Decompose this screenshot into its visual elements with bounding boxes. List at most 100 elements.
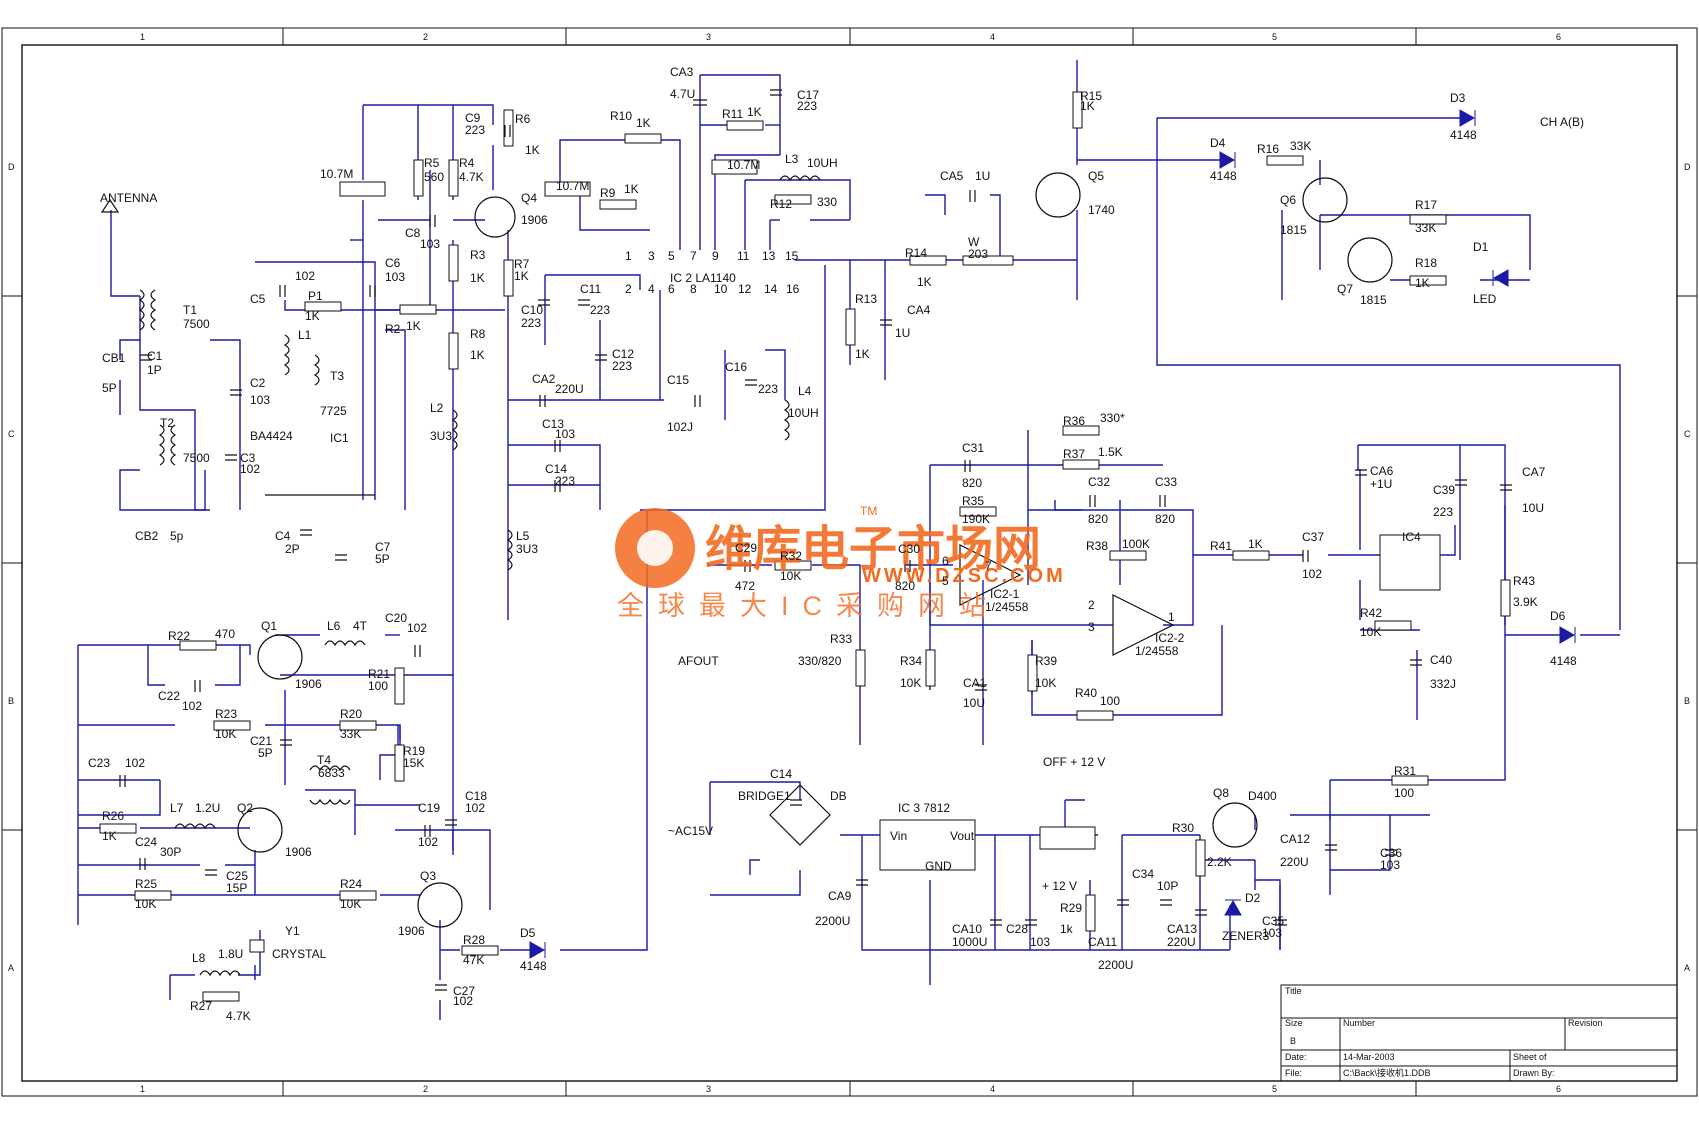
component-label-ca6v: +1U: [1370, 477, 1392, 491]
capacitor-c29: [744, 560, 751, 572]
component-label-l4v: 10UH: [788, 406, 819, 420]
component-label-d5: D5: [520, 926, 536, 940]
capacitor-c23: [119, 775, 126, 787]
component-label-r40v: 100: [1100, 694, 1120, 708]
capacitor-c21: [280, 739, 292, 746]
component-label-r7: R7: [514, 257, 530, 271]
capacitor-c28: [1025, 919, 1037, 926]
transistor-q4: [474, 196, 516, 238]
component-label-q4: Q4: [521, 191, 537, 205]
resistor-r31: [1391, 775, 1429, 786]
component-label-p12: + 12 V: [1042, 879, 1077, 893]
component-label-c3: C3: [240, 451, 256, 465]
capacitor-ca2: [539, 395, 546, 407]
row-marker: A: [8, 963, 14, 973]
component-label-r14v: 1K: [917, 275, 932, 289]
component-label-c40: C40: [1430, 653, 1452, 667]
component-label-f107a: 10.7M: [320, 167, 353, 181]
title-label: Title: [1285, 986, 1302, 996]
capacitor-c25: [205, 869, 217, 876]
component-label-r39v: 10K: [1035, 676, 1056, 690]
component-label-r20v: 33K: [340, 727, 361, 741]
component-label-q2v: 1906: [285, 845, 312, 859]
component-label-d6: D6: [1550, 609, 1566, 623]
component-label-r40: R40: [1075, 686, 1097, 700]
component-label-r24v: 10K: [340, 897, 361, 911]
filter-10-7m-a: [339, 181, 386, 197]
component-label-cha: CH A(B): [1540, 115, 1584, 129]
capacitor-ca6: [1355, 469, 1367, 476]
component-label-ic21: IC2-1: [990, 587, 1020, 601]
inductor-l1: [283, 334, 290, 376]
resistor-r33: [855, 649, 866, 687]
component-label-bridge: BRIDGE1: [738, 789, 791, 803]
component-label-op5: 5: [942, 574, 949, 588]
component-label-c28v: 103: [1030, 935, 1050, 949]
component-label-q5v: 1740: [1088, 203, 1115, 217]
row-markers: D C B A D C B A: [8, 162, 1691, 973]
diodes: [529, 109, 1576, 959]
component-label-r9v: 1K: [624, 182, 639, 196]
component-label-r28: R28: [463, 933, 485, 947]
component-label-ca7v: 10U: [1522, 501, 1544, 515]
col-marker: 1: [140, 1084, 145, 1094]
component-label-r5v: 560: [424, 170, 444, 184]
component-label-c12v: 223: [612, 359, 632, 373]
capacitor-ca4: [880, 319, 892, 326]
component-label-c40v: 332J: [1430, 677, 1456, 691]
component-label-r10: R10: [610, 109, 632, 123]
component-label-r12v: 330: [817, 195, 837, 209]
capacitor-c4: [300, 529, 312, 536]
component-label-r41: R41: [1210, 539, 1232, 553]
component-label-c10: C10: [521, 303, 543, 317]
resistor-p1: [304, 301, 342, 312]
inductor-l2: [451, 409, 458, 451]
capacitor-c18: [445, 819, 457, 826]
component-label-c2: C2: [250, 376, 266, 390]
component-label-c2v: 103: [250, 393, 270, 407]
col-marker: 2: [423, 32, 428, 42]
component-label-c20v: 102: [407, 621, 427, 635]
capacitor-c31: [964, 460, 971, 472]
component-label-cb1: CB1: [102, 351, 126, 365]
capacitor-c14b: [790, 799, 802, 806]
component-label-pin16: 16: [786, 282, 800, 296]
component-label-c30: C30: [898, 542, 920, 556]
component-label-c17v: 223: [797, 99, 817, 113]
component-label-r26v: 1K: [102, 829, 117, 843]
component-label-c34: C34: [1132, 867, 1154, 881]
size-label: Size: [1285, 1018, 1303, 1028]
component-label-r35: R35: [962, 494, 984, 508]
col-marker: 2: [423, 1084, 428, 1094]
component-label-c12: C12: [612, 347, 634, 361]
component-label-r11: R11: [722, 107, 743, 121]
component-label-c5v: 102: [295, 269, 315, 283]
component-label-c27v: 102: [453, 994, 473, 1008]
component-label-cb2: CB2: [135, 529, 159, 543]
resistor-r11: [726, 120, 764, 131]
component-label-r30: R30: [1172, 821, 1194, 835]
component-label-t3: T3: [330, 369, 344, 383]
component-label-q7: Q7: [1337, 282, 1353, 296]
inductors: [138, 175, 821, 977]
capacitor-c16: [745, 379, 757, 386]
component-label-c36v: 103: [1380, 858, 1400, 872]
transformer-t4: [309, 765, 351, 772]
component-label-c31v: 820: [962, 476, 982, 490]
component-label-c27: C27: [453, 984, 475, 998]
component-label-c25v: 15P: [226, 881, 247, 895]
component-label-c39: C39: [1433, 483, 1455, 497]
component-label-c19: C19: [418, 801, 440, 815]
resistor-r42: [1374, 620, 1412, 631]
component-label-ca2: CA2: [532, 372, 556, 386]
component-label-pin4: 4: [648, 282, 655, 296]
component-label-t2: T2: [160, 416, 174, 430]
resistor-r24: [339, 890, 377, 901]
component-label-ca13: CA13: [1167, 922, 1197, 936]
transistor-q6: [1302, 177, 1348, 223]
resistor-r34: [925, 649, 936, 687]
resistor-r15: [1072, 91, 1083, 129]
component-label-ca9: CA9: [828, 889, 852, 903]
ic-blocks: [100, 198, 1441, 953]
